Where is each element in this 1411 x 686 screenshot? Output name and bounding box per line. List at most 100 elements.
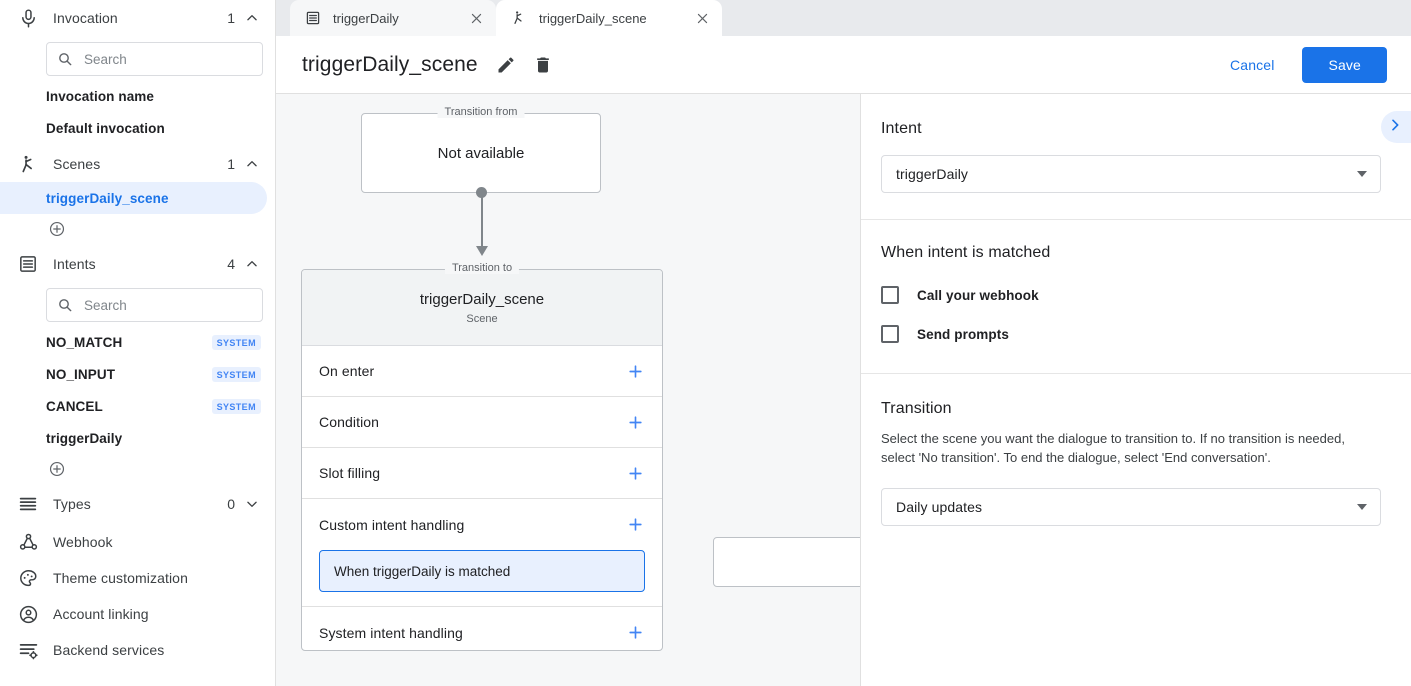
scene-icon: [18, 154, 40, 175]
intent-icon: [18, 254, 40, 274]
add-intent-button[interactable]: [0, 454, 275, 484]
dropdown-arrow-icon: [1357, 171, 1367, 177]
sidebar-item-label: Theme customization: [53, 570, 188, 586]
sidebar-item-cancel[interactable]: CANCEL SYSTEM: [0, 390, 275, 422]
intent-icon: [305, 10, 321, 26]
node-legend: Transition from: [437, 106, 525, 118]
add-condition-icon[interactable]: [627, 414, 644, 431]
sidebar-section-types[interactable]: Types 0: [0, 486, 275, 522]
body-split: Transition from Not available Transition…: [276, 94, 1411, 686]
sidebar-item-backend-services[interactable]: Backend services: [0, 632, 275, 668]
checkbox-send-prompts[interactable]: Send prompts: [881, 325, 1381, 343]
node-scene-header: triggerDaily_scene Scene: [302, 270, 662, 346]
edge-arrowhead: [475, 246, 488, 256]
list-icon: [18, 494, 40, 514]
scene-row-slot-filling[interactable]: Slot filling: [302, 448, 662, 499]
sidebar-item-label: triggerDaily: [46, 430, 123, 446]
scene-row-label: System intent handling: [319, 624, 463, 641]
panel-heading-transition: Transition: [881, 400, 952, 417]
scene-row-label: Slot filling: [319, 465, 381, 481]
sidebar-section-intents[interactable]: Intents 4: [0, 246, 275, 282]
sidebar-item-theme-customization[interactable]: Theme customization: [0, 560, 275, 596]
chevron-down-icon[interactable]: [245, 497, 259, 511]
intents-search-input[interactable]: Search: [46, 288, 263, 322]
sidebar-section-invocation[interactable]: Invocation 1: [0, 0, 275, 36]
invocation-search-input[interactable]: Search: [46, 42, 263, 76]
page-header: triggerDaily_scene Cancel Save: [276, 36, 1411, 94]
node-text: Not available: [437, 144, 525, 162]
node-legend: Transition to: [444, 262, 520, 274]
tab-triggerdaily-scene[interactable]: triggerDaily_scene: [496, 0, 722, 36]
tab-strip: triggerDaily triggerDaily_scene: [276, 0, 1411, 36]
sidebar-item-label: triggerDaily_scene: [46, 190, 169, 206]
checkbox-label: Send prompts: [917, 326, 1009, 342]
sidebar-item-no-input[interactable]: NO_INPUT SYSTEM: [0, 358, 275, 390]
chevron-up-icon[interactable]: [245, 11, 259, 25]
scene-row-custom-intent-handling[interactable]: Custom intent handling: [302, 499, 662, 550]
account-circle-icon: [18, 604, 40, 625]
scene-row-on-enter[interactable]: On enter: [302, 346, 662, 397]
chevron-up-icon[interactable]: [245, 157, 259, 171]
intent-select-value: triggerDaily: [896, 166, 968, 182]
sidebar-item-webhook[interactable]: Webhook: [0, 524, 275, 560]
sidebar-section-scenes[interactable]: Scenes 1: [0, 146, 275, 182]
sidebar: Invocation 1 Search Invocation name Defa…: [0, 0, 276, 686]
trash-icon[interactable]: [533, 55, 553, 75]
transition-select[interactable]: Daily updates: [881, 488, 1381, 526]
sidebar-section-invocation-label: Invocation: [53, 10, 118, 26]
add-on-enter-icon[interactable]: [627, 363, 644, 380]
checkbox-call-your-webhook[interactable]: Call your webhook: [881, 286, 1381, 304]
sidebar-item-account-linking[interactable]: Account linking: [0, 596, 275, 632]
sidebar-item-label: Webhook: [53, 534, 113, 550]
collapse-panel-button[interactable]: [1381, 111, 1411, 143]
scene-row-condition[interactable]: Condition: [302, 397, 662, 448]
sidebar-item-label: Default invocation: [46, 120, 165, 136]
save-button[interactable]: Save: [1302, 46, 1387, 83]
tab-triggerdaily[interactable]: triggerDaily: [290, 0, 496, 36]
close-icon[interactable]: [695, 11, 710, 26]
node-transition-target[interactable]: Tr Dail: [713, 537, 860, 587]
sidebar-item-label: Invocation name: [46, 88, 155, 104]
node-scene[interactable]: Transition to triggerDaily_scene Scene O…: [301, 262, 663, 651]
properties-panel: Intent triggerDaily When intent is match…: [861, 94, 1411, 686]
panel-heading-intent: Intent: [881, 120, 922, 137]
add-custom-intent-icon[interactable]: [627, 516, 644, 533]
cancel-button[interactable]: Cancel: [1216, 48, 1288, 82]
scene-graph-canvas[interactable]: Transition from Not available Transition…: [276, 94, 861, 686]
intent-handler-chip[interactable]: When triggerDaily is matched: [319, 550, 645, 592]
sidebar-item-label: NO_INPUT: [46, 366, 116, 382]
pencil-icon[interactable]: [496, 55, 516, 75]
panel-heading-when-matched: When intent is matched: [881, 244, 1051, 261]
tab-label: triggerDaily: [333, 10, 399, 26]
backend-services-icon: [18, 640, 40, 661]
status-badge: SYSTEM: [211, 334, 261, 350]
sidebar-item-default-invocation[interactable]: Default invocation: [0, 112, 275, 144]
add-scene-button[interactable]: [0, 214, 275, 244]
node-transition-from[interactable]: Transition from Not available: [361, 106, 601, 193]
node-scene-title: triggerDaily_scene: [419, 290, 545, 308]
sidebar-item-triggerdaily-scene[interactable]: triggerDaily_scene: [0, 182, 267, 214]
sidebar-item-label: NO_MATCH: [46, 334, 123, 350]
panel-section-intent: Intent triggerDaily: [861, 94, 1411, 220]
scene-row-label: On enter: [319, 363, 375, 379]
close-icon[interactable]: [469, 11, 484, 26]
sidebar-item-no-match[interactable]: NO_MATCH SYSTEM: [0, 326, 275, 358]
intent-select[interactable]: triggerDaily: [881, 155, 1381, 193]
invocation-search-wrap: Search: [0, 36, 275, 80]
sidebar-item-invocation-name[interactable]: Invocation name: [0, 80, 275, 112]
palette-icon: [18, 568, 40, 589]
sidebar-section-intents-count: 4: [227, 256, 235, 272]
checkbox-icon[interactable]: [881, 286, 899, 304]
add-slot-filling-icon[interactable]: [627, 465, 644, 482]
sidebar-section-scenes-label: Scenes: [53, 156, 101, 172]
sidebar-item-triggerdaily[interactable]: triggerDaily: [0, 422, 275, 454]
node-scene-subtitle: Scene: [466, 312, 498, 325]
checkbox-icon[interactable]: [881, 325, 899, 343]
add-system-intent-icon[interactable]: [627, 624, 644, 641]
main-area: triggerDaily triggerDaily_scene: [276, 0, 1411, 686]
sidebar-section-types-label: Types: [53, 496, 91, 512]
search-icon: [57, 297, 73, 313]
scene-icon: [511, 10, 527, 26]
chevron-up-icon[interactable]: [245, 257, 259, 271]
scene-row-system-intent-handling[interactable]: System intent handling: [302, 607, 662, 658]
